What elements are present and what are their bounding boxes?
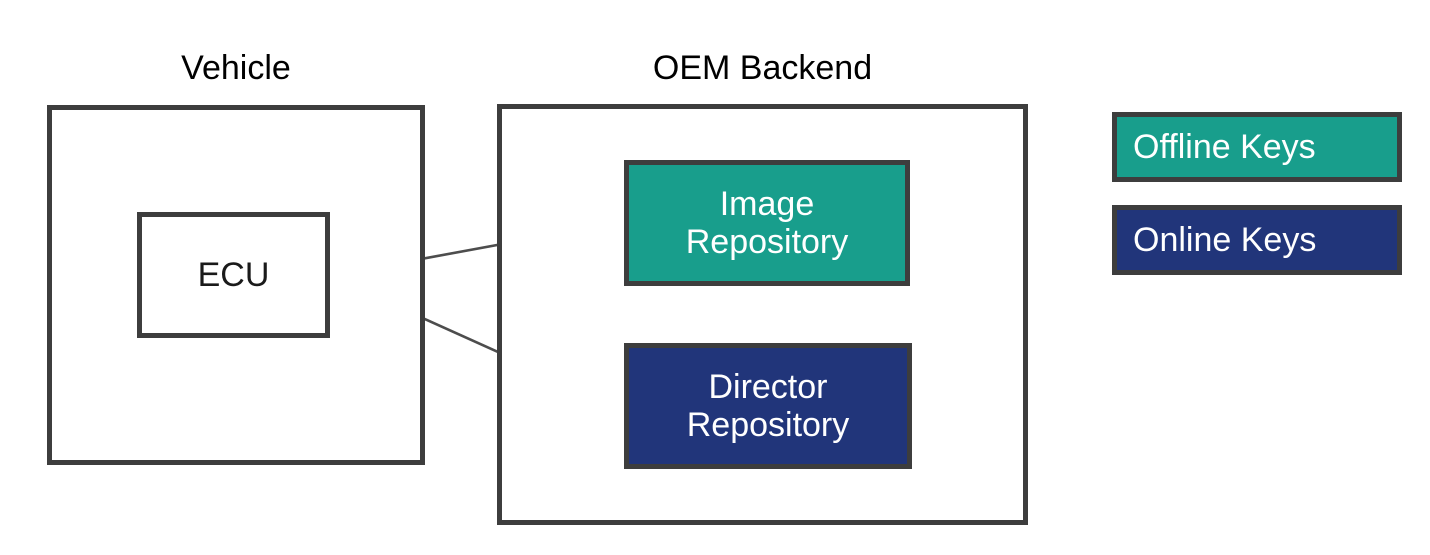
node-image-repository[interactable]: Image Repository — [624, 160, 910, 286]
legend-item-offline-keys[interactable]: Offline Keys — [1112, 112, 1402, 182]
node-director-repository[interactable]: Director Repository — [624, 343, 912, 469]
legend-item-online-keys[interactable]: Online Keys — [1112, 205, 1402, 275]
group-title-oem-backend: OEM Backend — [652, 49, 873, 87]
legend-item-online-keys-label: Online Keys — [1133, 220, 1317, 259]
node-ecu[interactable]: ECU — [137, 212, 330, 338]
legend-item-offline-keys-label: Offline Keys — [1133, 127, 1316, 166]
node-director-repository-label-line2: Repository — [686, 406, 850, 444]
node-image-repository-label-line1: Image — [719, 184, 815, 223]
group-title-vehicle: Vehicle — [181, 49, 291, 87]
node-director-repository-label-line1: Director — [708, 367, 828, 406]
node-ecu-label: ECU — [197, 255, 270, 294]
node-image-repository-label-line2: Repository — [685, 223, 849, 261]
